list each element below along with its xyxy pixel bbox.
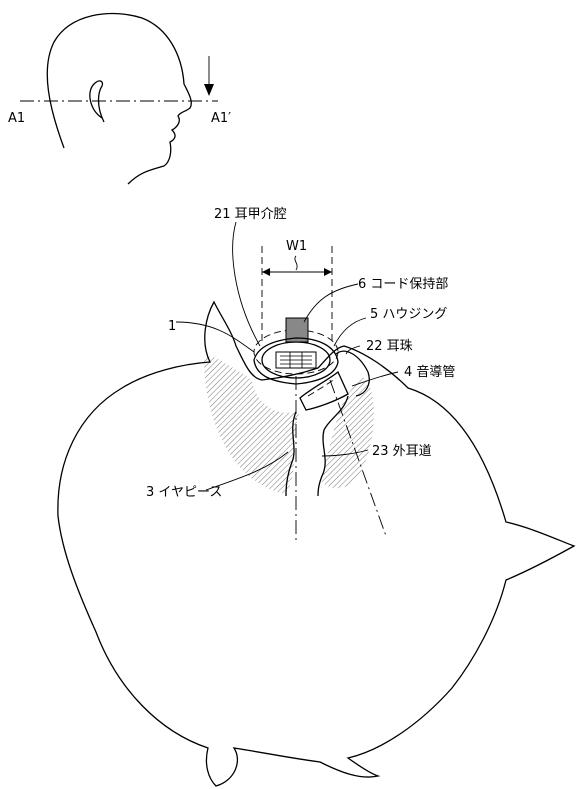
driver-lines [280, 352, 312, 368]
label-tragus: 22 耳珠 [366, 339, 413, 354]
ear-canal-wall-right [317, 395, 349, 497]
tragus-outline [335, 350, 370, 397]
tragus-axis-line [329, 379, 387, 537]
section-label-right: A1′ [211, 111, 231, 126]
ear-cross-section: W1 21 耳甲介腔 6 コード保持部 1 5 ハウジング 22 耳珠 4 音導… [57, 207, 576, 787]
housing-driver [275, 351, 317, 369]
label-sound-tube: 4 音導管 [404, 364, 455, 380]
label-housing: 5 ハウジング [370, 307, 447, 322]
ear-icon [89, 80, 105, 123]
section-label-left: A1 [8, 111, 25, 126]
label-cord-holder: 6 コード保持部 [358, 277, 448, 292]
view-arrow-icon [204, 84, 214, 96]
sound-tube-dashes [307, 377, 337, 397]
sound-tube [299, 370, 349, 411]
label-ear-canal: 23 外耳道 [372, 444, 432, 459]
width-label: W1 [286, 239, 307, 254]
head-profile-inset: A1 A1′ [8, 12, 231, 185]
hatched-region-left [204, 356, 300, 494]
leader-lines [175, 221, 399, 491]
label-concha: 21 耳甲介腔 [214, 207, 287, 222]
label-earpiece: 3 イヤピース [146, 485, 222, 500]
ear-canal-wall-left [285, 411, 297, 497]
head-outline [46, 12, 192, 185]
label-earphone: 1 [168, 319, 176, 334]
width-label-leader [294, 255, 298, 271]
earpiece [253, 337, 339, 385]
head-section-outline [57, 300, 576, 787]
hatched-region-right [320, 377, 374, 489]
width-arrow-left-icon [262, 268, 270, 276]
width-arrow-right-icon [324, 268, 332, 276]
